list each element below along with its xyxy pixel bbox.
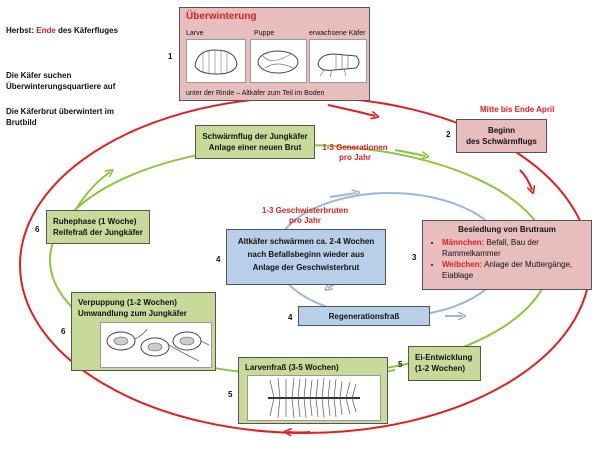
jungkaefer-flug-line1: Schwärmflug der Jungkäfer bbox=[202, 132, 308, 141]
besiedlung-box: Besiedlung von Brutraum Männchen: Befall… bbox=[422, 220, 592, 290]
red-arrow-top bbox=[327, 104, 375, 116]
altkaefer-line3: Anlage der Geschwisterbrut bbox=[252, 263, 360, 272]
herbst-highlight: Ende bbox=[36, 26, 56, 35]
verpuppung-line1: Verpuppung (1-2 Wochen) bbox=[78, 298, 177, 307]
jungkaefer-flug-line2: Anlage einer neuen Brut bbox=[208, 143, 302, 152]
regeneration-box: Regenerationsfraß bbox=[298, 306, 430, 326]
besiedlung-item-weibchen: Weibchen: Anlage der Muttergänge, Eiabla… bbox=[442, 259, 586, 281]
altkaefer-line1: Altkäfer schwärmen ca. 2-4 Wochen bbox=[237, 237, 375, 246]
herbst-note: Herbst: Ende des Käferfluges bbox=[6, 25, 156, 36]
pupal-chamber-icon bbox=[106, 328, 210, 362]
kaefer-drawing bbox=[309, 39, 367, 83]
geschwisterbruten-line2: pro Jahr bbox=[288, 216, 321, 225]
blue-arrow-top bbox=[329, 193, 356, 198]
eientwicklung-line1: Ei-Entwicklung bbox=[415, 353, 473, 362]
schwaermflug-box: Beginn des Schwärmflugs bbox=[456, 119, 547, 153]
red-arrow-bottom bbox=[288, 432, 311, 433]
step-number-4b: 4 bbox=[288, 313, 293, 322]
verpuppung-drawing bbox=[100, 322, 212, 368]
label-puppe: Puppe bbox=[254, 30, 275, 37]
altkaefer-box: Altkäfer schwärmen ca. 2-4 Wochen nach B… bbox=[226, 229, 386, 285]
herbst-prefix: Herbst: bbox=[6, 26, 37, 35]
step-number-3: 3 bbox=[412, 253, 417, 262]
larva-icon bbox=[194, 49, 238, 75]
larvenfrass-drawing bbox=[247, 375, 381, 421]
eientwicklung-line2: (1-2 Wochen) bbox=[415, 364, 466, 373]
maennchen-text: Befall, Bau der Rammelkammer bbox=[442, 238, 539, 258]
step-number-6a: 6 bbox=[35, 225, 40, 234]
puppe-drawing bbox=[250, 39, 307, 83]
weibchen-text: Anlage der Muttergänge, Eiablage bbox=[442, 260, 573, 280]
quartier-note: Die Käfer suchen Überwinterungsquartiere… bbox=[6, 71, 116, 91]
step-number-4a: 4 bbox=[216, 255, 221, 264]
generationen-line1: 1-3 Generationen bbox=[322, 143, 388, 152]
jungkaefer-flug-box: Schwärmflug der Jungkäfer Anlage einer n… bbox=[195, 125, 315, 159]
larve-drawing bbox=[186, 39, 246, 83]
besiedlung-list: Männchen: Befall, Bau der Rammelkammer W… bbox=[428, 237, 586, 281]
label-larve: Larve bbox=[186, 30, 204, 37]
generationen-line2: pro Jahr bbox=[338, 153, 371, 162]
verpuppung-line2: Umwandlung zum Jungkäfer bbox=[78, 309, 187, 318]
step-number-2: 2 bbox=[446, 130, 451, 139]
gallery-pattern-icon bbox=[268, 377, 360, 419]
step-number-6b: 6 bbox=[61, 327, 66, 336]
larvenfrass-label: Larvenfraß (3-5 Wochen) bbox=[245, 363, 339, 372]
regeneration-label: Regenerationsfraß bbox=[328, 312, 400, 321]
ueberwinterung-title: Überwinterung bbox=[186, 11, 257, 22]
ueberwinterung-box: Überwinterung Larve Puppe erwachsene Käf… bbox=[179, 7, 370, 101]
timing-label: Mitte bis Ende April bbox=[480, 105, 555, 114]
besiedlung-item-maennchen: Männchen: Befall, Bau der Rammelkammer bbox=[442, 237, 586, 259]
label-kaefer: erwachsene Käfer bbox=[309, 30, 366, 37]
schwaermflug-line2: des Schwärmflugs bbox=[466, 137, 537, 146]
generationen-label: 1-3 Generationen pro Jahr bbox=[320, 143, 390, 163]
green-arrow-top bbox=[394, 149, 425, 156]
step-number-5a: 5 bbox=[228, 390, 233, 399]
verpuppung-box: Verpuppung (1-2 Wochen) Umwandlung zum J… bbox=[71, 292, 216, 371]
ruhephase-line2: Reifefraß der Jungkäfer bbox=[53, 228, 143, 237]
herbst-suffix: des Käferfluges bbox=[55, 26, 119, 35]
step-number-5b: 5 bbox=[398, 360, 403, 369]
schwaermflug-line1: Beginn bbox=[487, 126, 516, 135]
besiedlung-title: Besiedlung von Brutraum bbox=[458, 225, 556, 234]
beetle-icon bbox=[317, 53, 360, 78]
red-arrow-right bbox=[519, 169, 532, 190]
geschwisterbruten-line1: 1-3 Geschwisterbruten bbox=[261, 206, 349, 215]
larvenfrass-box: Larvenfraß (3-5 Wochen) bbox=[238, 357, 388, 424]
geschwisterbruten-label: 1-3 Geschwisterbruten pro Jahr bbox=[260, 206, 350, 226]
weibchen-label: Weibchen: bbox=[442, 260, 483, 269]
brutbild-note: Die Käferbrut überwintert im Brutbild bbox=[6, 107, 115, 127]
ruhephase-line1: Ruhephase (1 Woche) bbox=[53, 217, 137, 226]
pupa-icon bbox=[257, 50, 299, 74]
eientwicklung-box: Ei-Entwicklung (1-2 Wochen) bbox=[408, 346, 481, 381]
maennchen-label: Männchen: bbox=[442, 238, 485, 247]
ueberwinterung-footer: unter der Rinde – Altkäfer zum Teil im B… bbox=[186, 90, 325, 97]
ruhephase-box: Ruhephase (1 Woche) Reifefraß der Jungkä… bbox=[46, 210, 150, 244]
step-number-1: 1 bbox=[168, 52, 173, 61]
altkaefer-line2: nach Befallsbeginn wieder aus bbox=[247, 250, 365, 259]
